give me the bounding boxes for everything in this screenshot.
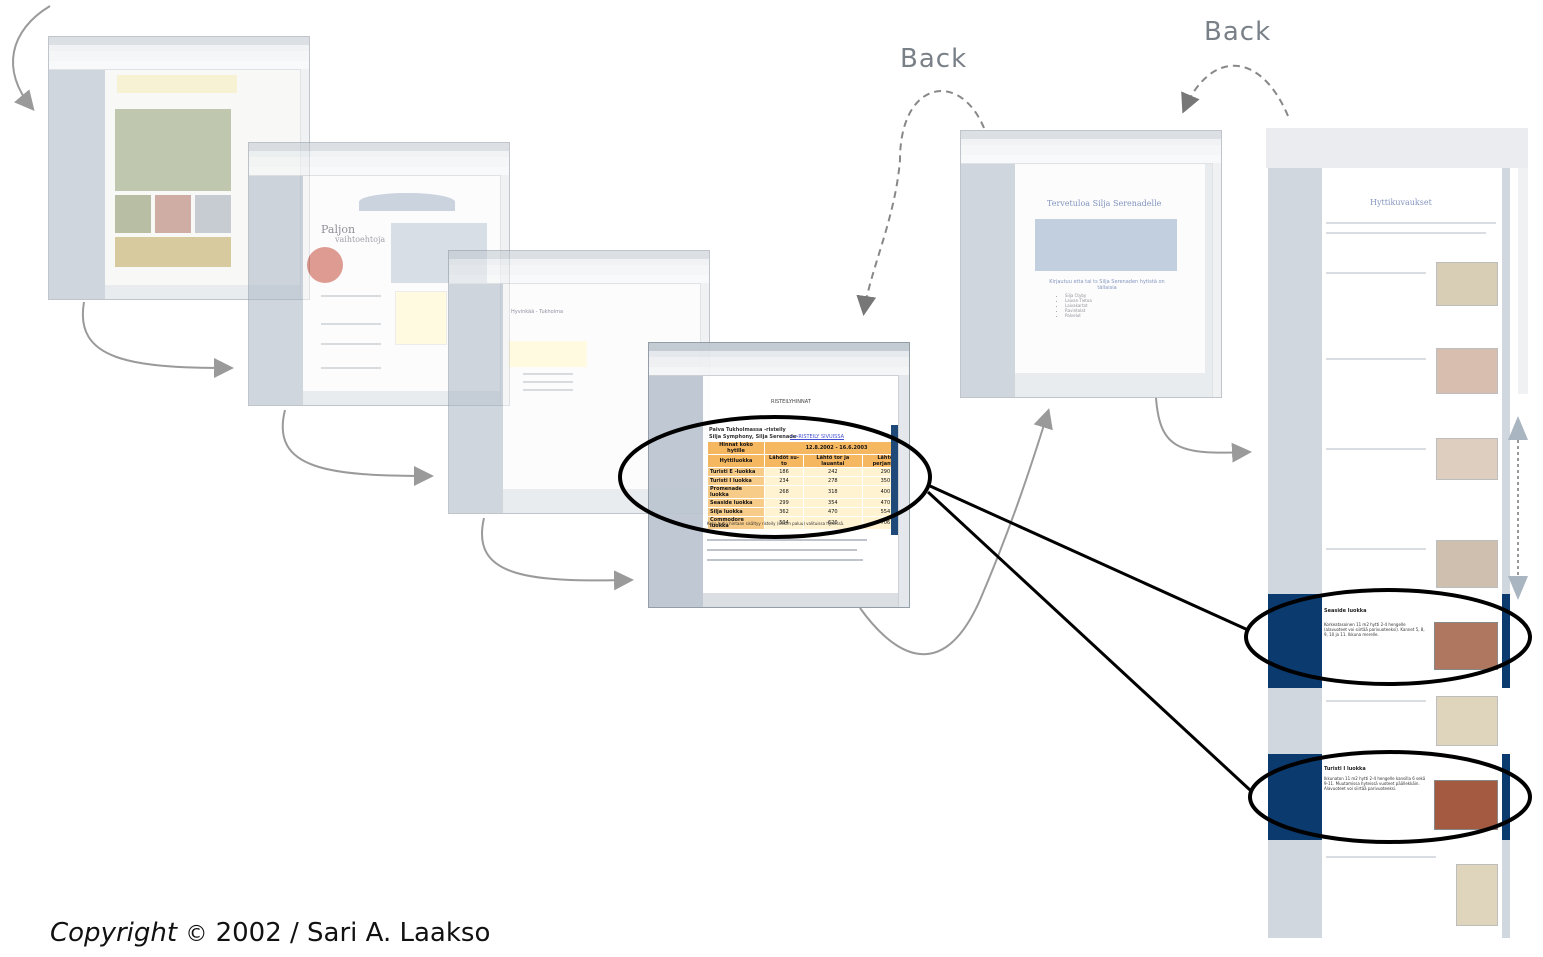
scroll-track-bottom: [1502, 840, 1510, 938]
flow-arrow: [859, 408, 1053, 656]
list-item[interactable]: Laivakartat: [1065, 303, 1092, 308]
back-label: Back: [1204, 17, 1272, 47]
turisti-photo: [1434, 780, 1498, 830]
connector-line: [929, 484, 1249, 632]
cabin-scroll-band: [1502, 754, 1510, 840]
back-label: Back: [900, 44, 968, 74]
table-row: Promenade luokka 268 318 400: [706, 485, 909, 499]
side-nav: [449, 284, 503, 513]
ship-names: Silja Symphony, Silja Serenade: [709, 434, 797, 440]
turisti-title: Turisti I luokka: [1324, 766, 1366, 772]
cabin-photo: [1436, 438, 1498, 480]
seaside-text: Korkeatasoinen 11 m2 hytti 2-4 hengelle …: [1324, 622, 1425, 637]
list-item[interactable]: Silja Ctyby: [1065, 293, 1092, 298]
zoom-ellipse-table: [618, 415, 932, 539]
copyright-symbol: ©: [185, 922, 208, 947]
table-row: Turisti E -luokka 186 242 290: [706, 467, 909, 477]
browser-window-prices[interactable]: RISTEILYHINNAT Paiva Tukholmassa -ristei…: [648, 342, 910, 608]
table-header: Hinnat koko hytille: [706, 441, 766, 455]
title-bar: [649, 343, 909, 351]
address-bar: [449, 275, 709, 284]
table-row: Commodore luokka 504 620 706: [706, 516, 909, 530]
flow-arrow: [481, 517, 634, 591]
list-item[interactable]: Ravintolat: [1065, 308, 1092, 313]
side-nav-lower: [1268, 688, 1322, 754]
cabin-photo: [1436, 262, 1498, 306]
zoom-ellipse-seaside: [1244, 588, 1532, 686]
address-bar: [649, 367, 909, 376]
connector-line: [926, 490, 1252, 792]
list-item[interactable]: Laivan Tietoa: [1065, 298, 1092, 303]
cabin-photo: [1436, 348, 1498, 394]
prices-footer: Koko hytin hintaan sisältyy risteily (si…: [707, 521, 845, 526]
thumb-image-3: [195, 195, 231, 233]
flow-arrow: [81, 301, 234, 378]
flow-arrow: [1155, 397, 1252, 463]
side-nav-bottom: [1268, 840, 1322, 938]
side-nav: [1268, 168, 1322, 596]
lifebuoy-image: [307, 247, 343, 283]
title-bar: [449, 251, 709, 259]
copyright-text: 2002 / Sari A. Laakso: [215, 918, 491, 948]
ship-subtitle: Kirjautuu etta tai ts Silja Serenaden hy…: [1049, 279, 1165, 291]
entry-arrow: [12, 5, 51, 112]
banner-image: [117, 75, 237, 93]
offers-subtitle: vaihtoehtoja: [335, 235, 386, 244]
address-bar: [961, 155, 1221, 164]
title-bar: [49, 37, 309, 45]
cabin-photo: [1456, 864, 1498, 926]
side-nav: [961, 164, 1015, 397]
browser-chrome: [1266, 128, 1528, 168]
highlight-bar: [891, 425, 899, 535]
copyright-prefix: Copyright: [50, 918, 178, 948]
ship-photo: [1035, 219, 1177, 271]
side-nav: [49, 70, 105, 299]
seaside-title: Seaside luokka: [1324, 608, 1367, 614]
cabin-photo: [1436, 540, 1498, 588]
back-arrow: [856, 90, 985, 316]
side-nav: [249, 176, 303, 405]
banner-image: [359, 193, 455, 211]
scrollbar[interactable]: [1212, 163, 1221, 397]
side-nav: [649, 376, 703, 607]
back-arrow: [1181, 64, 1289, 117]
scrollbar[interactable]: [1518, 168, 1528, 394]
turisti-text: Ikkunaton 11 m2 hytti 2-4 hengelle kansi…: [1324, 776, 1426, 791]
flow-arrow: [281, 409, 434, 486]
prices-heading: RISTEILYHINNAT: [771, 399, 811, 405]
title-bar: [961, 131, 1221, 139]
footer-image: [115, 237, 231, 267]
cabins-title: Hyttikuvaukset: [1370, 198, 1432, 207]
address-bar: [249, 167, 509, 176]
seaside-photo: [1434, 622, 1498, 670]
zoom-ellipse-turisti: [1248, 750, 1532, 844]
ship-title: Tervetuloa Silja Serenadelle: [1047, 199, 1162, 208]
hero-image: [115, 109, 231, 191]
cabin-scroll-band: [1502, 594, 1510, 688]
cabin-photo: [1436, 696, 1498, 746]
list-item[interactable]: Palvelut: [1065, 313, 1092, 318]
browser-window-ship[interactable]: Tervetuloa Silja Serenadelle Kirjautuu e…: [960, 130, 1222, 398]
browser-window-cabins[interactable]: Hyttikuvaukset Seaside luokka Korkeataso…: [1266, 128, 1528, 938]
cruise-link[interactable]: >>RISTEILY SIVUISSA: [790, 434, 845, 440]
scroll-track: [1502, 168, 1510, 596]
route-heading: Hyvinkää - Tukholma: [511, 309, 564, 315]
table-row: Turisti I luokka 234 278 350: [706, 476, 909, 486]
promo-box: [395, 291, 447, 345]
copyright-notice: Copyright © 2002 / Sari A. Laakso: [50, 918, 490, 948]
route-info-box: [509, 341, 587, 367]
table-row: Seaside luokka 299 354 470: [706, 498, 909, 508]
thumb-image-1: [115, 195, 151, 233]
address-bar: [49, 61, 309, 70]
title-bar: [249, 143, 509, 151]
thumb-image-2: [155, 195, 191, 233]
cruise-name: Paiva Tukholmassa -risteily: [709, 427, 786, 433]
offers-title: Paljon: [321, 223, 356, 236]
ship-menu-list: Silja Ctyby Laivan Tietoa Laivakartat Ra…: [1057, 293, 1092, 318]
scrollbar[interactable]: [898, 375, 909, 607]
